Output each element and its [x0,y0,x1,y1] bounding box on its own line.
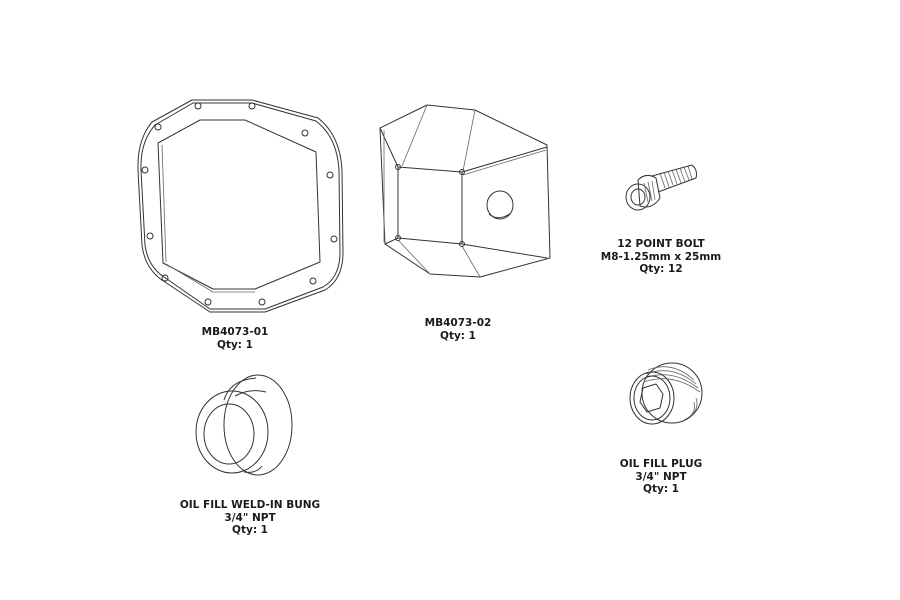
bolt-qty: Qty: 12 [639,263,683,275]
weld-in-bung-qty: Qty: 1 [232,524,268,536]
fill-plug-name: OIL FILL PLUG [619,458,703,470]
bolt-name: 12 POINT BOLT [617,238,705,250]
weld-in-bung-name: OIL FILL WELD-IN BUNG [179,499,321,511]
bolt-caption: 12 POINT BOLT M8-1.25mm x 25mm Qty: 12 [601,238,721,276]
diff-cover-qty: Qty: 1 [217,338,253,351]
diff-cover-caption: MB4073-01 Qty: 1 [202,326,269,351]
fill-plug-size: 3/4" NPT [635,470,687,483]
skid-plate-qty: Qty: 1 [440,329,476,342]
weld-in-bung-size: 3/4" NPT [224,511,276,524]
fill-plug-caption: OIL FILL PLUG 3/4" NPT Qty: 1 [620,458,702,496]
bolt-size: M8-1.25mm x 25mm [600,250,722,263]
weld-in-bung-caption: OIL FILL WELD-IN BUNG 3/4" NPT Qty: 1 [180,499,320,537]
fill-plug-qty: Qty: 1 [643,483,679,495]
diff-cover-part-number: MB4073-01 [201,326,269,338]
skid-plate-part-number: MB4073-02 [424,317,492,329]
skid-plate-caption: MB4073-02 Qty: 1 [425,317,492,342]
